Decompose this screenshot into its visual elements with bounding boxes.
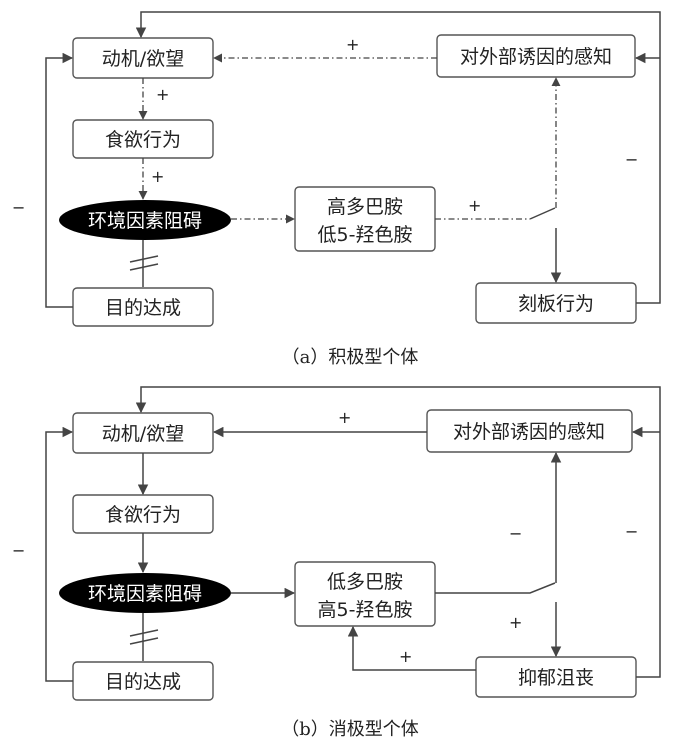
break-mark-b bbox=[129, 613, 159, 661]
svg-text:+: + bbox=[156, 85, 169, 104]
svg-text:+: + bbox=[468, 196, 481, 215]
edge-a-outcome-loop bbox=[135, 11, 661, 304]
svg-text:高多巴胺: 高多巴胺 bbox=[327, 196, 403, 218]
svg-text:−: − bbox=[625, 150, 638, 169]
edge-a-goal-loop bbox=[45, 52, 74, 308]
switch-a bbox=[529, 207, 556, 220]
svg-text:环境因素阻碍: 环境因素阻碍 bbox=[88, 583, 202, 605]
svg-text:目的达成: 目的达成 bbox=[105, 297, 181, 319]
node-b-perception: 对外部诱因的感知 bbox=[426, 409, 633, 453]
panel-b: 动机/欲望 食欲行为 环境因素阻碍 目的达成 低多巴胺 高5-羟色胺 对外部诱因… bbox=[12, 386, 661, 740]
svg-text:高5-羟色胺: 高5-羟色胺 bbox=[318, 599, 413, 621]
svg-text:−: − bbox=[12, 198, 25, 217]
break-mark-a bbox=[129, 240, 159, 287]
node-b-motivation: 动机/欲望 bbox=[72, 412, 214, 454]
node-a-perception: 对外部诱因的感知 bbox=[436, 34, 636, 78]
node-b-obstacle: 环境因素阻碍 bbox=[59, 573, 231, 613]
panel-a: 动机/欲望 食欲行为 环境因素阻碍 目的达成 高多巴胺 低5-羟色胺 对外部诱因… bbox=[12, 11, 661, 368]
svg-text:+: + bbox=[151, 167, 164, 186]
svg-text:对外部诱因的感知: 对外部诱因的感知 bbox=[460, 46, 612, 68]
edge-b-neuro-to-switch bbox=[435, 582, 556, 594]
svg-text:−: − bbox=[12, 541, 25, 560]
svg-text:+: + bbox=[399, 647, 412, 666]
svg-text:对外部诱因的感知: 对外部诱因的感知 bbox=[453, 421, 605, 443]
svg-text:刻板行为: 刻板行为 bbox=[518, 293, 594, 315]
edge-b-goal-loop bbox=[45, 426, 74, 682]
node-b-goal: 目的达成 bbox=[72, 661, 214, 701]
svg-text:目的达成: 目的达成 bbox=[105, 671, 181, 693]
node-a-outcome: 刻板行为 bbox=[475, 282, 637, 324]
svg-text:−: − bbox=[625, 522, 638, 541]
edge-b-outcome-to-neuro bbox=[347, 625, 476, 671]
edge-b-outcome-loop bbox=[135, 386, 661, 678]
svg-text:动机/欲望: 动机/欲望 bbox=[102, 48, 184, 70]
svg-text:−: − bbox=[509, 524, 522, 543]
node-a-goal: 目的达成 bbox=[72, 287, 214, 327]
node-b-neurotransmitters: 低多巴胺 高5-羟色胺 bbox=[294, 561, 436, 627]
svg-text:食欲行为: 食欲行为 bbox=[105, 129, 181, 151]
svg-text:抑郁沮丧: 抑郁沮丧 bbox=[518, 667, 594, 689]
caption-a: （a）积极型个体 bbox=[282, 347, 419, 368]
svg-text:低5-羟色胺: 低5-羟色胺 bbox=[318, 224, 413, 246]
node-a-neurotransmitters: 高多巴胺 低5-羟色胺 bbox=[294, 186, 436, 252]
node-a-motivation: 动机/欲望 bbox=[72, 37, 214, 79]
svg-text:食欲行为: 食欲行为 bbox=[105, 504, 181, 526]
node-b-outcome: 抑郁沮丧 bbox=[475, 656, 637, 698]
svg-text:+: + bbox=[509, 613, 522, 632]
svg-text:环境因素阻碍: 环境因素阻碍 bbox=[88, 210, 202, 232]
svg-text:动机/欲望: 动机/欲望 bbox=[102, 423, 184, 445]
caption-b: （b）消极型个体 bbox=[281, 719, 419, 740]
svg-text:+: + bbox=[338, 408, 351, 427]
svg-text:+: + bbox=[346, 35, 359, 54]
node-b-appetite: 食欲行为 bbox=[72, 494, 214, 534]
svg-text:低多巴胺: 低多巴胺 bbox=[327, 571, 403, 593]
node-a-appetite: 食欲行为 bbox=[72, 119, 214, 159]
node-a-obstacle: 环境因素阻碍 bbox=[59, 200, 231, 240]
